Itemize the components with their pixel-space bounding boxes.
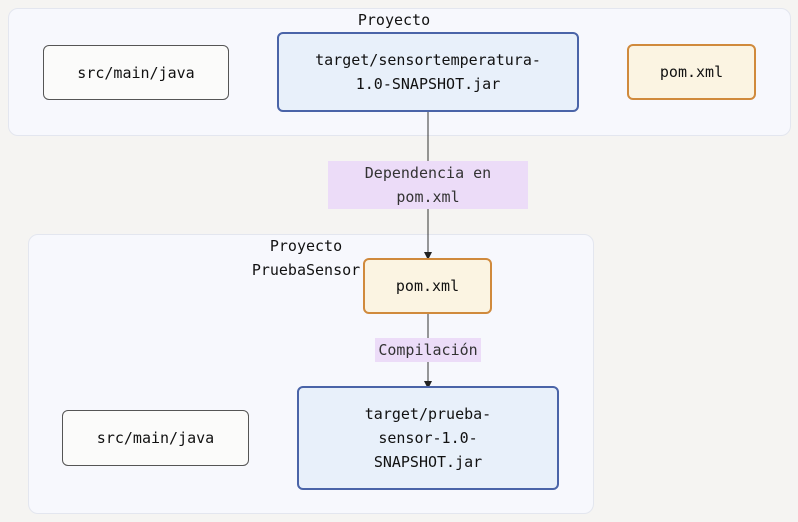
node-target-sensortemperatura-jar[interactable]: target/sensortemperatura- 1.0-SNAPSHOT.j…: [277, 32, 579, 112]
edge-label-compilacion: Compilación: [375, 338, 481, 362]
node-target-prueba-sensor-jar[interactable]: target/prueba- sensor-1.0- SNAPSHOT.jar: [297, 386, 559, 490]
node-src-main-java-prueba-sensor[interactable]: src/main/java: [62, 410, 249, 466]
cluster-proyecto-title: Proyecto: [357, 11, 431, 29]
node-pom-xml-proyecto[interactable]: pom.xml: [627, 44, 756, 100]
node-pom-xml-prueba-sensor[interactable]: pom.xml: [363, 258, 492, 314]
node-src-main-java-proyecto[interactable]: src/main/java: [43, 45, 229, 100]
cluster-prueba-sensor-title: Proyecto PruebaSensor: [251, 237, 361, 279]
edge-label-dependencia: Dependencia en pom.xml: [328, 161, 528, 209]
